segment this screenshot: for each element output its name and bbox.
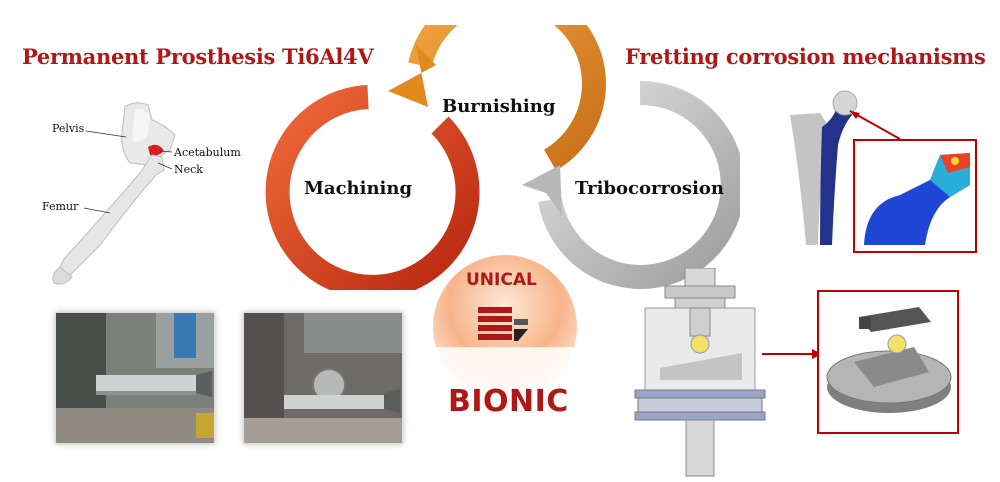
tribometer-inset (817, 290, 959, 434)
pelvis-label: Pelvis (52, 122, 85, 135)
acetabulum-label: Acetabulum (174, 146, 241, 159)
neck-label: Neck (174, 163, 203, 176)
unical-text: UNICAL (466, 270, 537, 290)
tribocorrosion-arrow (522, 80, 740, 289)
burnishing-arrow (388, 25, 606, 171)
tribometer-apparatus (634, 268, 766, 477)
right-title: Fretting corrosion mechanisms (625, 44, 986, 69)
femoral-stem-illustration (790, 90, 977, 253)
connector-arrow (762, 349, 822, 359)
tribocorrosion-label: Tribocorrosion (575, 178, 725, 199)
left-title: Permanent Prosthesis Ti6Al4V (22, 44, 374, 69)
process-cycle-diagram (265, 25, 740, 290)
burnishing-label: Burnishing (442, 96, 556, 117)
unical-logo-icon (478, 307, 528, 341)
bionic-text: BIONIC (448, 384, 569, 419)
machining-arrow (265, 85, 480, 290)
burnishing-photo (243, 312, 403, 444)
machining-label: Machining (304, 178, 413, 199)
femur-label: Femur (42, 200, 79, 213)
machining-photo-1 (55, 312, 215, 444)
hip-anatomy-illustration (52, 102, 176, 285)
logo-block: UNICAL BIONIC (430, 252, 580, 452)
